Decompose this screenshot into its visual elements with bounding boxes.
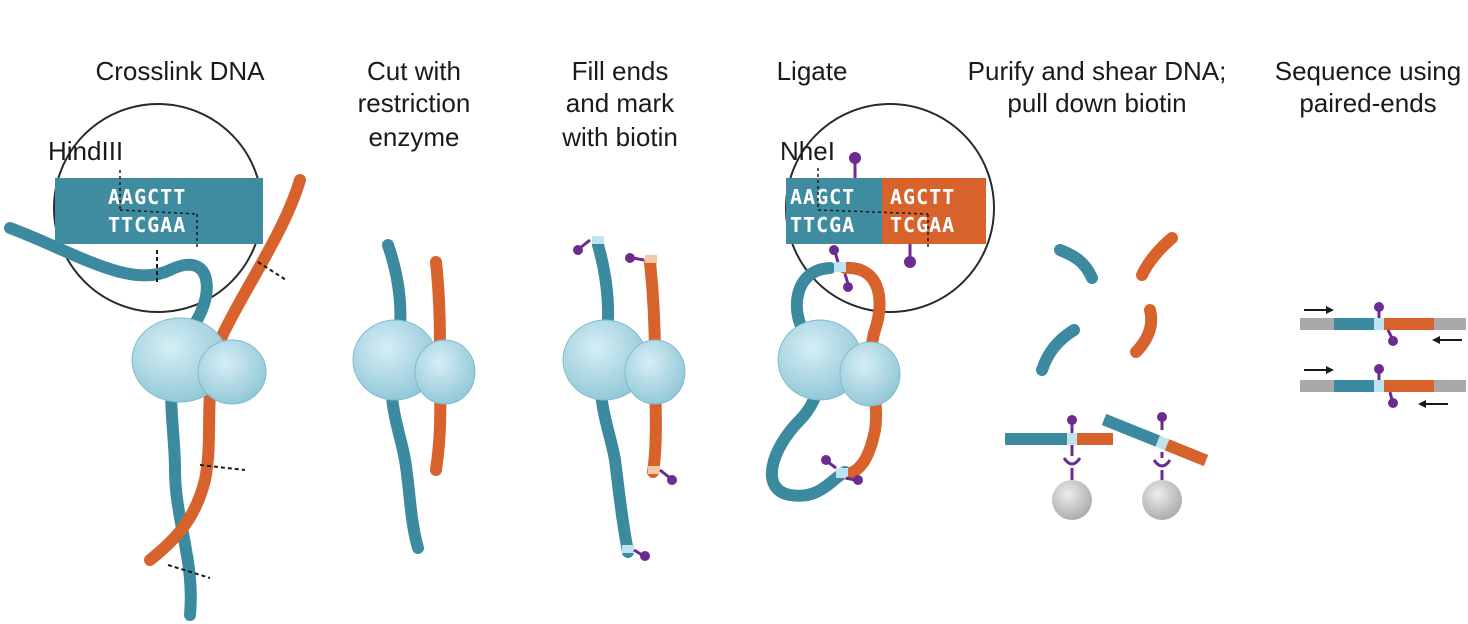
svg-text:Crosslink DNA: Crosslink DNA [95, 56, 265, 86]
svg-text:and mark: and mark [566, 88, 675, 118]
panel-crosslink: AAGCTT TTCGAA HindIII [10, 104, 300, 615]
biotin-marker [660, 470, 677, 485]
biotin-marker [625, 253, 644, 263]
streptavidin-bead [1142, 480, 1182, 520]
panel-cut [353, 245, 475, 548]
pulled-down-fragment [1005, 415, 1113, 520]
sequence-bottom: TTCGAA [108, 213, 186, 237]
dna-fragment-blue [1042, 330, 1074, 370]
svg-text:restriction: restriction [358, 88, 471, 118]
dna-fragment-orange [1142, 238, 1172, 275]
panel-purify-shear [1005, 238, 1208, 520]
step-5-title: Purify and shear DNA; pull down biotin [968, 56, 1227, 118]
svg-text:paired-ends: paired-ends [1299, 88, 1436, 118]
svg-text:Ligate: Ligate [777, 56, 848, 86]
panel-fill-ends [563, 236, 685, 561]
svg-text:AGCTT: AGCTT [890, 185, 955, 209]
svg-text:pull down biotin: pull down biotin [1007, 88, 1186, 118]
svg-text:TCGAA: TCGAA [890, 213, 955, 237]
svg-text:TTCGA: TTCGA [790, 213, 855, 237]
step-2-title: Cut with restriction enzyme [358, 56, 471, 152]
dna-fragment-orange [1136, 310, 1151, 352]
step-6-title: Sequence using paired-ends [1275, 56, 1461, 118]
pulled-down-fragment [1102, 414, 1208, 466]
streptavidin-bead [1052, 480, 1092, 520]
biotin-marker [634, 550, 650, 561]
svg-text:Sequence using: Sequence using [1275, 56, 1461, 86]
biotin-marker [573, 240, 590, 255]
panel-sequence [1300, 302, 1466, 408]
svg-text:Fill ends: Fill ends [572, 56, 669, 86]
enzyme-label-hindiii: HindIII [48, 136, 123, 166]
step-1-title: Crosslink DNA [95, 56, 265, 86]
svg-text:Purify and shear DNA;: Purify and shear DNA; [968, 56, 1227, 86]
svg-text:AAGCT: AAGCT [790, 185, 855, 209]
dna-fragment-blue [1060, 250, 1092, 278]
step-3-title: Fill ends and mark with biotin [561, 56, 678, 152]
panel-ligate: AAGCT AGCTT TTCGA TCGAA NheI [772, 104, 994, 496]
read-pair [1300, 302, 1466, 346]
read-pair [1300, 364, 1466, 408]
svg-text:enzyme: enzyme [368, 122, 459, 152]
enzyme-label-nhei: NheI [780, 136, 835, 166]
svg-text:Cut with: Cut with [367, 56, 461, 86]
step-4-title: Ligate [777, 56, 848, 86]
svg-text:with biotin: with biotin [561, 122, 678, 152]
